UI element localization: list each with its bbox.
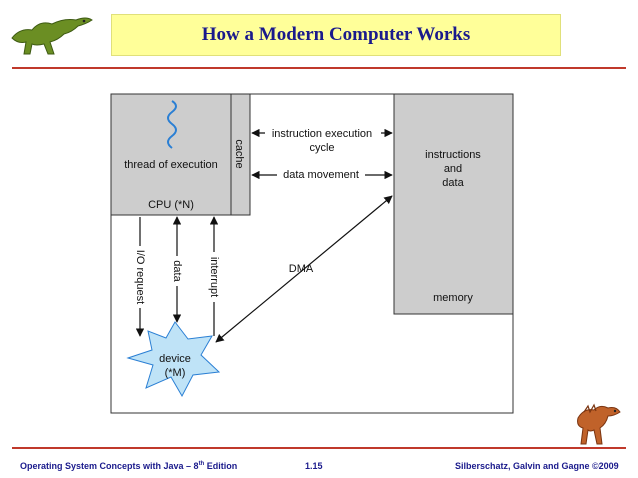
footer-book-title: Operating System Concepts with Java – 8t… (20, 461, 237, 471)
memory-contents-line-2: and (444, 163, 462, 175)
slide-title: How a Modern Computer Works (201, 24, 471, 45)
title-divider (12, 67, 626, 69)
device-label-1: device (159, 353, 191, 365)
footer-divider (12, 447, 626, 449)
io-request-label: I/O request (134, 250, 146, 304)
device-label-2: (*M) (165, 367, 186, 379)
data-label: data (171, 260, 183, 282)
footer-slide-number: 1.15 (305, 461, 323, 471)
interrupt-label: interrupt (208, 257, 220, 297)
footer-book-title-sup: th (198, 461, 205, 467)
dinosaur-logo-top-left (11, 17, 93, 55)
memory-contents-line-3: data (442, 177, 464, 189)
data-movement-label: data movement (283, 169, 359, 181)
instruction-execution-label-1: instruction execution (272, 128, 372, 140)
footer-authors: Silberschatz, Galvin and Gagne ©2009 (455, 461, 619, 471)
memory-contents-line-1: instructions (425, 149, 481, 161)
instruction-execution-label-2: cycle (309, 142, 334, 154)
thread-label: thread of execution (124, 159, 218, 171)
cpu-box (110, 93, 232, 216)
cache-label: cache (233, 139, 245, 168)
device-star-icon (126, 321, 221, 398)
dma-arrow (215, 195, 393, 343)
slide-title-banner: How a Modern Computer Works (111, 14, 561, 56)
dma-label: DMA (289, 263, 314, 275)
thread-squiggle-icon (167, 100, 177, 149)
memory-box (393, 93, 514, 315)
memory-label: memory (433, 292, 473, 304)
cpu-label: CPU (*N) (148, 199, 194, 211)
dinosaur-logo-bottom-right (577, 403, 621, 445)
footer-book-title-main: Operating System Concepts with Java – 8 (20, 461, 199, 471)
footer-book-title-end: Edition (204, 461, 238, 471)
